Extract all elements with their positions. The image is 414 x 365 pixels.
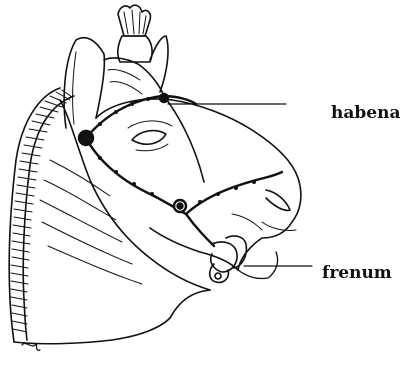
eye <box>128 121 172 151</box>
bridle <box>79 94 282 246</box>
bit <box>210 236 247 282</box>
habena-label: habena <box>331 105 400 122</box>
muzzle <box>232 190 296 279</box>
mane <box>9 88 74 350</box>
frenum-label: frenum <box>322 265 392 282</box>
crest-ornament <box>118 5 152 62</box>
head-outline <box>14 99 301 344</box>
forelock <box>104 58 164 96</box>
